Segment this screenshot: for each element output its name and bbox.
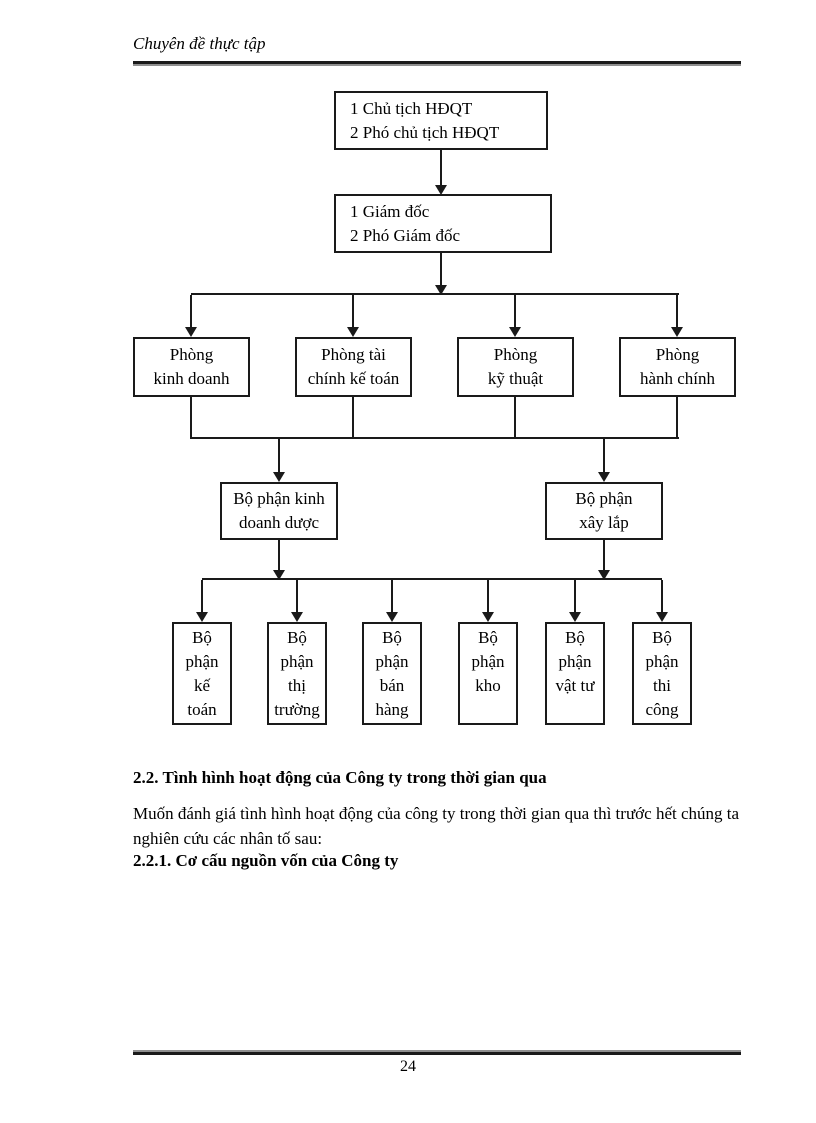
arrowhead-to-department-rail xyxy=(435,285,447,295)
unit-rail xyxy=(202,578,662,580)
connector-dept-3-rail xyxy=(514,397,516,439)
org-node-unit-thi-truong: Bộ phận thị trường xyxy=(267,622,327,725)
org-node-executive-board: 1 Chủ tịch HĐQT 2 Phó chủ tịch HĐQT xyxy=(334,91,548,150)
connector-rail-division-2 xyxy=(603,439,605,473)
division-rail xyxy=(191,437,679,439)
connector-rail-unit-1 xyxy=(201,580,203,613)
arrowhead-unit-3 xyxy=(386,612,398,622)
arrowhead-to-unit-rail-2 xyxy=(598,570,610,580)
org-node-unit-vat-tu: Bộ phận vật tư xyxy=(545,622,605,725)
connector-directorate-rail xyxy=(440,253,442,286)
arrowhead-division-2 xyxy=(598,472,610,482)
connector-board-directorate xyxy=(440,150,442,186)
arrowhead-dept-1 xyxy=(185,327,197,337)
org-node-unit-ban-hang: Bộ phận bán hàng xyxy=(362,622,422,725)
connector-rail-dept-3 xyxy=(514,295,516,328)
connector-rail-unit-3 xyxy=(391,580,393,613)
header-rule-dark-line xyxy=(133,61,741,64)
department-rail xyxy=(191,293,679,295)
body-paragraph: Muốn đánh giá tình hình hoạt động của cô… xyxy=(133,804,740,848)
arrowhead-dept-3 xyxy=(509,327,521,337)
org-node-unit-ke-toan: Bộ phận kế toán xyxy=(172,622,232,725)
footer-rule xyxy=(133,1050,741,1055)
connector-rail-unit-5 xyxy=(574,580,576,613)
connector-dept-4-rail xyxy=(676,397,678,439)
connector-rail-unit-2 xyxy=(296,580,298,613)
org-node-unit-kho: Bộ phận kho xyxy=(458,622,518,725)
header-rule-gray-line xyxy=(133,64,741,66)
arrowhead-unit-1 xyxy=(196,612,208,622)
connector-rail-unit-4 xyxy=(487,580,489,613)
arrowhead-unit-5 xyxy=(569,612,581,622)
connector-rail-dept-2 xyxy=(352,295,354,328)
arrowhead-to-unit-rail-1 xyxy=(273,570,285,580)
org-node-unit-thi-cong: Bộ phận thi công xyxy=(632,622,692,725)
section-heading-2-2-1: 2.2.1. Cơ cấu nguồn vốn của Công ty xyxy=(133,851,399,870)
arrowhead-to-directorate xyxy=(435,185,447,195)
connector-rail-division-1 xyxy=(278,439,280,473)
footer-rule-dark-line xyxy=(133,1052,741,1055)
org-node-directorate: 1 Giám đốc 2 Phó Giám đốc xyxy=(334,194,552,253)
org-node-dept-hanh-chinh: Phòng hành chính xyxy=(619,337,736,397)
arrowhead-division-1 xyxy=(273,472,285,482)
org-node-dept-kinh-doanh: Phòng kinh doanh xyxy=(133,337,250,397)
connector-rail-dept-1 xyxy=(190,295,192,328)
page-number: 24 xyxy=(400,1058,416,1075)
org-node-dept-tai-chinh-ke-toan: Phòng tài chính kế toán xyxy=(295,337,412,397)
connector-dept-1-rail xyxy=(190,397,192,439)
arrowhead-dept-2 xyxy=(347,327,359,337)
page-header-title: Chuyên đề thực tập xyxy=(133,34,266,53)
header-rule xyxy=(133,61,741,66)
arrowhead-unit-2 xyxy=(291,612,303,622)
connector-division-1-rail xyxy=(278,540,280,571)
arrowhead-dept-4 xyxy=(671,327,683,337)
arrowhead-unit-4 xyxy=(482,612,494,622)
section-heading-2-2: 2.2. Tình hình hoạt động của Công ty tro… xyxy=(133,768,547,787)
connector-rail-dept-4 xyxy=(676,295,678,328)
arrowhead-unit-6 xyxy=(656,612,668,622)
org-node-division-xay-lap: Bộ phận xây lắp xyxy=(545,482,663,540)
org-node-dept-ky-thuat: Phòng kỹ thuật xyxy=(457,337,574,397)
connector-division-2-rail xyxy=(603,540,605,571)
connector-dept-2-rail xyxy=(352,397,354,439)
org-node-division-kinh-doanh-duoc: Bộ phận kinh doanh dược xyxy=(220,482,338,540)
footer-rule-gray-line xyxy=(133,1050,741,1052)
connector-rail-unit-6 xyxy=(661,580,663,613)
